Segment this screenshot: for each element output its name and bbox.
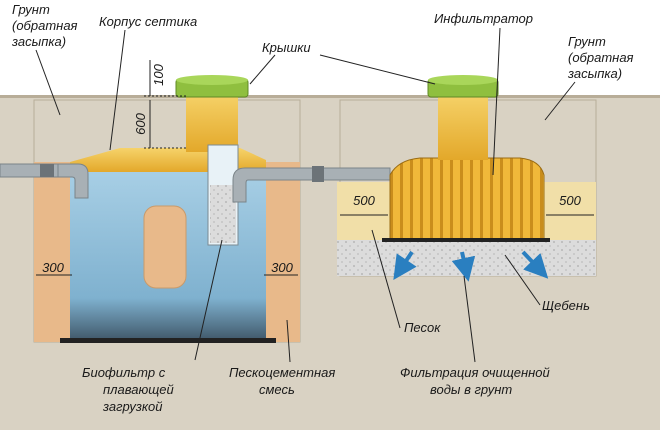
ground-surface-line — [0, 95, 660, 98]
label-biofilter-1: Биофильтр с — [82, 365, 166, 380]
inlet-coupling — [40, 164, 54, 177]
label-sand-cement-1: Пескоцементная — [229, 365, 335, 380]
label-lids: Крышки — [262, 40, 311, 55]
leader-lid-left — [249, 54, 276, 85]
label-ground-left-3: засыпка) — [11, 34, 66, 49]
label-ground-left-2: (обратная — [12, 18, 78, 33]
leader-biofilter — [194, 239, 223, 361]
label-biofilter-2: плавающей — [103, 382, 174, 397]
leader-tank-body — [109, 29, 126, 151]
label-ground-left-1: Грунт — [12, 2, 50, 17]
infiltrator-base — [382, 238, 550, 242]
dim-infiltrator-left: 500 — [353, 193, 375, 208]
label-sand: Песок — [404, 320, 441, 335]
gravel-layer — [337, 240, 596, 276]
inlet-elbow — [57, 163, 89, 199]
tank-neck — [186, 92, 238, 152]
flow-arrow-1 — [393, 250, 417, 280]
leader-ground-right — [544, 81, 576, 121]
leader-lid-right — [319, 54, 436, 85]
label-ground-right-3: засыпка) — [567, 66, 622, 81]
sand-cement-wall-right — [262, 162, 300, 342]
infiltrator-lid-top — [428, 75, 498, 85]
leader-gravel — [504, 254, 541, 306]
label-gravel: Щебень — [542, 298, 590, 313]
dim-left-wall: 300 — [42, 260, 64, 275]
label-infiltrator: Инфильтратор — [434, 11, 533, 26]
dim-right-wall: 300 — [271, 260, 293, 275]
leader-ground-left — [35, 49, 61, 116]
tank-partition-opening — [143, 205, 187, 289]
flow-arrow-2 — [451, 251, 476, 282]
leader-sand — [371, 229, 401, 329]
dim-cover-depth: 600 — [133, 112, 148, 134]
sand-cement-wall-left — [34, 162, 74, 342]
dim-lid-height: 100 — [151, 63, 166, 85]
leader-sand-cement — [286, 319, 291, 363]
biofilter-media — [210, 185, 236, 243]
outlet-coupling — [312, 166, 324, 182]
infiltrator-neck — [438, 92, 488, 160]
label-ground-right-2: (обратная — [568, 50, 634, 65]
label-filtration-1: Фильтрация очищенной — [400, 365, 550, 380]
label-biofilter-3: загрузкой — [102, 399, 162, 414]
label-tank-body: Корпус септика — [99, 14, 197, 29]
leader-filtration — [463, 275, 476, 363]
label-filtration-2: воды в грунт — [430, 382, 512, 397]
tank-base — [60, 338, 276, 343]
tank-lid-top — [176, 75, 248, 85]
label-ground-right-1: Грунт — [568, 34, 606, 49]
label-sand-cement-2: смесь — [259, 382, 295, 397]
dim-infiltrator-right: 500 — [559, 193, 581, 208]
flow-arrow-3 — [521, 250, 549, 279]
leader-infiltrator — [492, 27, 501, 176]
infiltrator-body — [389, 157, 545, 241]
